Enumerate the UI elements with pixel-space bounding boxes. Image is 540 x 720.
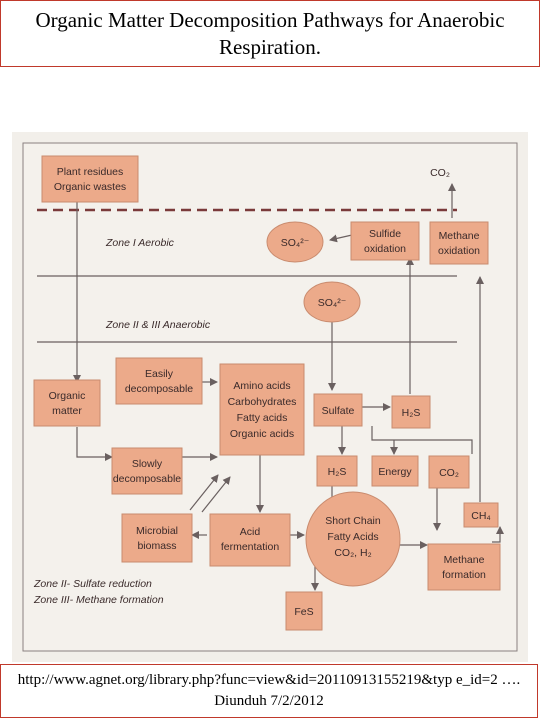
node-methane-oxidation-line2: oxidation [438, 245, 480, 257]
node-amino-line1: Amino acids [233, 380, 290, 392]
node-easily-line1: Easily [145, 368, 174, 380]
node-organic-matter [33, 379, 101, 427]
edge-biomass-amino-2 [189, 474, 219, 511]
node-h2s-right-label: H₂S [402, 407, 421, 419]
node-acid-line1: Acid [240, 526, 261, 538]
node-h2s-right [391, 395, 431, 429]
node-microbial-biomass [121, 513, 193, 563]
diagram-image: Zone I Aerobic Zone II & III Anaerobic Z… [12, 132, 528, 662]
slide-title: Organic Matter Decomposition Pathways fo… [0, 0, 540, 67]
node-sulfate [313, 393, 363, 427]
node-short-chain-line1: Short Chain [325, 515, 381, 527]
node-short-chain [305, 491, 401, 587]
edge-organic-slowly [76, 427, 113, 461]
legend-zone-2: Zone II- Sulfate reduction [33, 578, 152, 590]
node-amino-line2: Carbohydrates [228, 396, 297, 408]
legend-zone-3: Zone III- Methane formation [33, 594, 164, 606]
zone-anaerobic-label: Zone II & III Anaerobic [105, 319, 211, 331]
node-short-chain-line2: Fatty Acids [327, 531, 378, 543]
node-energy-label: Energy [378, 466, 412, 478]
node-h2s-lower [316, 455, 358, 487]
node-methane-oxidation-line1: Methane [439, 230, 480, 242]
node-sulfide-oxidation-line2: oxidation [364, 243, 406, 255]
node-methane-formation-line1: Methane [444, 554, 485, 566]
node-amino-line4: Organic acids [230, 428, 294, 440]
node-co2-lower [428, 455, 470, 489]
node-slowly-decomposable [111, 447, 183, 495]
node-fes [285, 591, 323, 631]
edge-methane-ch4 [492, 526, 504, 543]
node-so4-mid-label: SO₄²⁻ [318, 297, 347, 309]
node-ch4 [463, 502, 499, 528]
node-organic-matter-line1: Organic [49, 390, 86, 402]
node-so4-top-label: SO₄²⁻ [281, 237, 310, 249]
diagram-svg: Zone I Aerobic Zone II & III Anaerobic Z… [22, 142, 518, 652]
slide-title-text: Organic Matter Decomposition Pathways fo… [35, 7, 505, 59]
node-h2s-lower-label: H₂S [328, 466, 347, 478]
node-biomass-line2: biomass [137, 540, 176, 552]
node-methane-oxidation [429, 221, 489, 265]
node-sulfide-oxidation [350, 221, 420, 261]
node-energy [371, 455, 419, 487]
node-slowly-line1: Slowly [132, 458, 163, 470]
source-footer: http://www.agnet.org/library.php?func=vi… [0, 664, 538, 718]
node-so4-mid [303, 281, 361, 323]
node-methane-formation-line2: formation [442, 569, 486, 581]
source-footer-text: http://www.agnet.org/library.php?func=vi… [17, 672, 521, 709]
node-sulfide-oxidation-line1: Sulfide [369, 228, 401, 240]
node-so4-top [266, 221, 324, 263]
node-organic-matter-line2: matter [52, 405, 82, 417]
node-plant-residues-line2: Organic wastes [54, 181, 126, 193]
edge-sulfate-branch [371, 426, 473, 454]
node-fes-label: FeS [294, 606, 313, 618]
node-easily-line2: decomposable [125, 383, 193, 395]
node-sulfate-label: Sulfate [322, 405, 355, 417]
node-ch4-label: CH₄ [471, 510, 490, 522]
zone-aerobic-label: Zone I Aerobic [105, 237, 175, 249]
node-slowly-line2: decomposable [113, 473, 181, 485]
node-plant-residues [41, 155, 139, 203]
edge-biomass-amino-1 [201, 476, 231, 513]
node-easily-decomposable [115, 357, 203, 405]
node-methane-formation [427, 543, 501, 591]
edge-sulfide-so4 [329, 234, 353, 243]
node-amino-acids [219, 363, 305, 456]
node-acid-line2: fermentation [221, 541, 280, 553]
node-co2-lower-label: CO₂ [439, 467, 459, 479]
node-amino-line3: Fatty acids [237, 412, 288, 424]
node-biomass-line1: Microbial [136, 525, 178, 537]
node-plant-residues-line1: Plant residues [57, 166, 124, 178]
node-short-chain-line3: CO₂, H₂ [334, 547, 371, 559]
node-acid-fermentation [209, 513, 291, 567]
node-co2-top: CO₂ [430, 167, 450, 179]
